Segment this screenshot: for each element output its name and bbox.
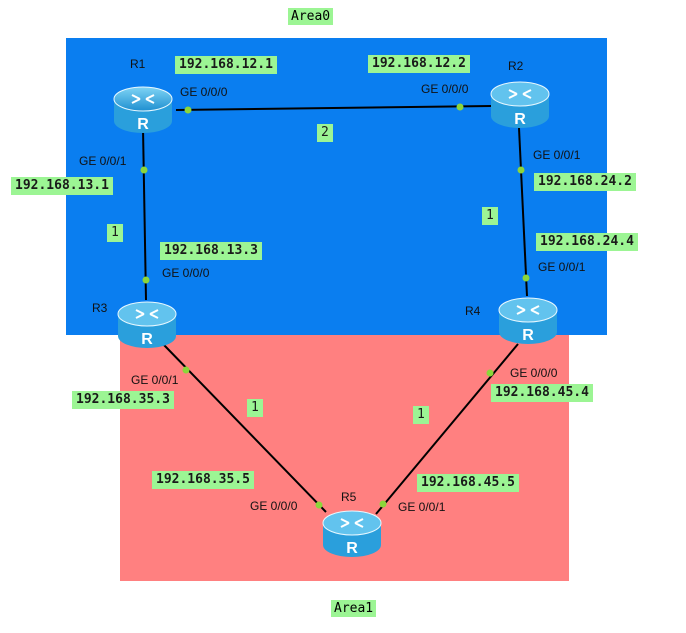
port-dot-r1-ge000: [184, 106, 192, 114]
ip-label-r2-ge001: 192.168.24.2: [534, 173, 636, 191]
link-r4-r5: [375, 343, 519, 515]
ip-label-r5-ge001: 192.168.45.5: [417, 474, 519, 492]
router-icon[interactable]: R: [489, 80, 551, 130]
port-dot-r5-ge000: [315, 501, 323, 509]
area0-label: Area0: [288, 8, 334, 25]
port-dot-r3-ge000: [142, 276, 150, 284]
router-name-r1: R1: [130, 57, 146, 71]
link-r1-r2: [175, 105, 492, 111]
cost-label-r1-r3: 1: [107, 224, 123, 242]
router-name-r3: R3: [92, 301, 108, 315]
ip-label-r4-ge001: 192.168.24.4: [536, 233, 638, 251]
cost-label-r3-r5: 1: [247, 399, 263, 417]
port-label-r4-ge001: GE 0/0/1: [538, 260, 586, 274]
link-r2-r4: [518, 127, 528, 297]
port-label-r2-ge001: GE 0/0/1: [533, 148, 581, 162]
ip-label-r3-ge000: 192.168.13.3: [160, 242, 262, 260]
port-label-r5-ge000: GE 0/0/0: [250, 499, 298, 513]
port-label-r1-ge001: GE 0/0/1: [79, 154, 127, 168]
svg-text:R: R: [137, 116, 149, 133]
port-dot-r3-ge001: [182, 366, 190, 374]
link-r3-r5: [163, 344, 327, 513]
svg-text:R: R: [346, 540, 358, 557]
port-dot-r5-ge001: [379, 500, 387, 508]
cost-label-r1-r2: 2: [317, 124, 333, 142]
ip-label-r1-ge000: 192.168.12.1: [175, 56, 277, 74]
port-dot-r1-ge001: [140, 166, 148, 174]
link-r1-r3: [142, 127, 147, 301]
port-label-r1-ge000: GE 0/0/0: [180, 85, 228, 99]
router-icon[interactable]: R: [116, 300, 178, 350]
port-dot-r4-ge000: [486, 369, 494, 377]
port-label-r2-ge000: GE 0/0/0: [421, 82, 469, 96]
port-label-r4-ge000: GE 0/0/0: [510, 366, 558, 380]
cost-label-r4-r5: 1: [413, 406, 429, 424]
ip-label-r5-ge000: 192.168.35.5: [152, 471, 254, 489]
cost-label-r2-r4: 1: [482, 207, 498, 225]
router-name-r5: R5: [341, 490, 357, 504]
router-name-r2: R2: [508, 59, 524, 73]
router-icon[interactable]: R: [497, 296, 559, 346]
router-name-r4: R4: [465, 304, 481, 318]
port-dot-r4-ge001: [522, 274, 530, 282]
ip-label-r2-ge000: 192.168.12.2: [368, 55, 470, 73]
port-dot-r2-ge000: [456, 103, 464, 111]
svg-text:R: R: [514, 111, 526, 128]
port-label-r5-ge001: GE 0/0/1: [398, 500, 446, 514]
port-label-r3-ge000: GE 0/0/0: [162, 266, 210, 280]
router-icon[interactable]: R: [321, 509, 383, 559]
svg-text:R: R: [522, 327, 534, 344]
ip-label-r4-ge000: 192.168.45.4: [491, 384, 593, 402]
port-label-r3-ge001: GE 0/0/1: [131, 373, 179, 387]
area1-label: Area1: [331, 600, 377, 617]
ip-label-r3-ge001: 192.168.35.3: [72, 391, 174, 409]
port-dot-r2-ge001: [517, 166, 525, 174]
svg-text:R: R: [141, 331, 153, 348]
ip-label-r1-ge001: 192.168.13.1: [11, 177, 113, 195]
router-icon[interactable]: R: [112, 85, 174, 135]
